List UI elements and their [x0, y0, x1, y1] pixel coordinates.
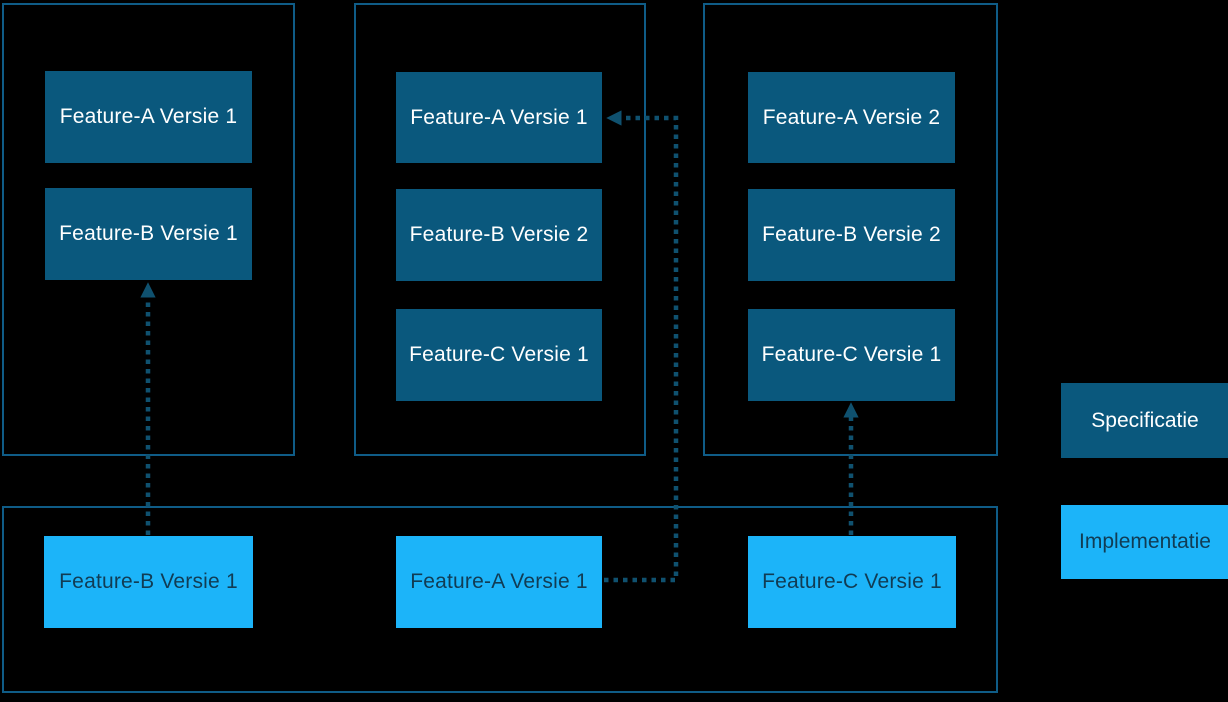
spec-box-featureC-v1-g2: Feature-C Versie 1 — [396, 309, 602, 401]
implementation-group — [2, 506, 998, 693]
impl-box-featureC-v1: Feature-C Versie 1 — [748, 536, 956, 628]
spec-box-featureA-v1-g2: Feature-A Versie 1 — [396, 72, 602, 163]
legend-implementatie: Implementatie — [1061, 505, 1228, 579]
impl-box-featureA-v1: Feature-A Versie 1 — [396, 536, 602, 628]
spec-box-featureB-v2-g2: Feature-B Versie 2 — [396, 189, 602, 281]
spec-box-featureC-v1-g3: Feature-C Versie 1 — [748, 309, 955, 401]
spec-box-featureB-v2-g3: Feature-B Versie 2 — [748, 189, 955, 281]
legend-specificatie: Specificatie — [1061, 383, 1228, 458]
impl-box-featureB-v1: Feature-B Versie 1 — [44, 536, 253, 628]
spec-box-featureA-v2-g3: Feature-A Versie 2 — [748, 72, 955, 163]
spec-box-featureA-v1-g1: Feature-A Versie 1 — [45, 71, 252, 163]
spec-box-featureB-v1-g1: Feature-B Versie 1 — [45, 188, 252, 280]
